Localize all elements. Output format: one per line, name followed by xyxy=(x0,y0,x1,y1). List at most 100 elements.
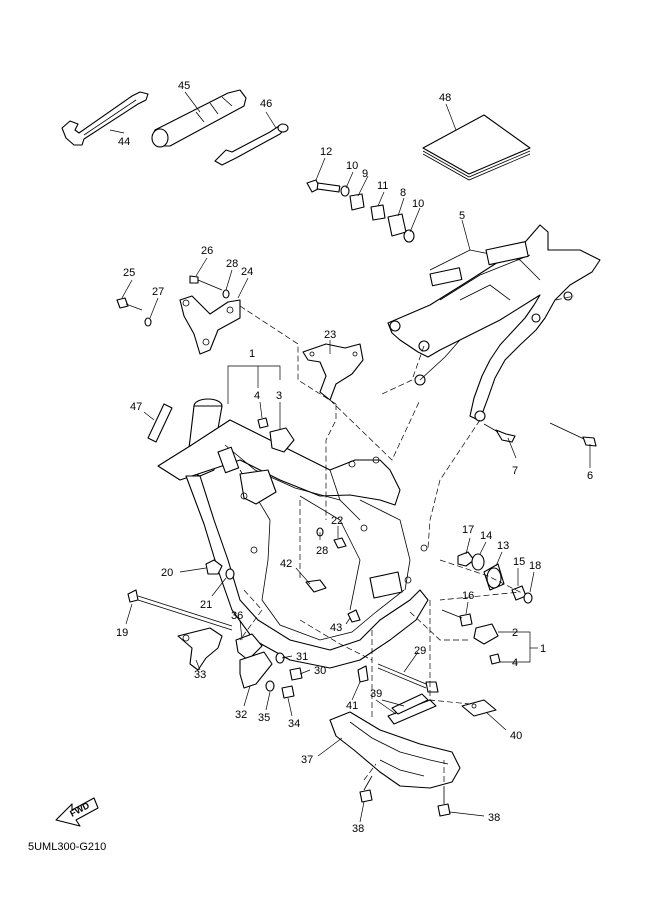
long-bolt-19 xyxy=(127,589,233,631)
washer-28 xyxy=(222,289,230,299)
callout-1-pivot: 1 xyxy=(540,643,546,655)
callout-26: 26 xyxy=(201,245,213,257)
callout-42: 42 xyxy=(280,558,292,570)
washer-21 xyxy=(225,568,235,580)
callout-36: 36 xyxy=(231,610,243,622)
skid-plate-37 xyxy=(329,711,461,789)
callout-9: 9 xyxy=(362,168,368,180)
bracket-36 xyxy=(235,633,263,661)
callout-35: 35 xyxy=(258,712,270,724)
callout-15: 15 xyxy=(513,556,525,568)
bolt-4-top xyxy=(257,417,269,429)
callout-2: 2 xyxy=(512,627,518,639)
callout-17: 17 xyxy=(462,524,474,536)
main-frame-1 xyxy=(157,398,429,669)
callout-28b: 28 xyxy=(316,545,328,557)
bolt-22 xyxy=(333,537,347,549)
bolt-34 xyxy=(281,685,295,699)
callout-7: 7 xyxy=(512,465,518,477)
spoke-wrench-46 xyxy=(214,123,289,166)
callout-1-main: 1 xyxy=(249,348,255,360)
bolt-38-left xyxy=(359,775,373,803)
leader-lines xyxy=(109,91,591,823)
callout-6: 6 xyxy=(587,470,593,482)
callout-14: 14 xyxy=(480,530,492,542)
washer-18 xyxy=(523,592,533,604)
callout-27: 27 xyxy=(152,286,164,298)
callout-23: 23 xyxy=(324,329,336,341)
bolt-26 xyxy=(189,275,223,291)
clamp-42 xyxy=(305,579,327,593)
bushing-13 xyxy=(483,563,505,591)
engine-mount-hardware xyxy=(306,179,415,243)
callout-12: 12 xyxy=(320,146,332,158)
bolt-4-lower xyxy=(489,653,501,665)
callout-40: 40 xyxy=(510,730,522,742)
callout-22: 22 xyxy=(331,515,343,527)
callout-28a: 28 xyxy=(226,258,238,270)
callout-34: 34 xyxy=(288,718,300,730)
owners-manual-48 xyxy=(422,114,531,181)
callout-24: 24 xyxy=(241,266,253,278)
bolt-43 xyxy=(347,609,361,623)
callout-25: 25 xyxy=(123,267,135,279)
bolt-25 xyxy=(116,297,143,311)
spark-plug-wrench-45 xyxy=(151,89,247,148)
rear-subframe-5 xyxy=(387,224,601,422)
diagram-code: 5UML300-G210 xyxy=(28,841,106,853)
bracket-33 xyxy=(177,627,223,671)
callout-19: 19 xyxy=(116,627,128,639)
callout-31: 31 xyxy=(296,651,308,663)
plate-47 xyxy=(147,403,173,443)
callout-44: 44 xyxy=(118,136,130,148)
callout-13: 13 xyxy=(497,540,509,552)
bracket-24 xyxy=(179,295,241,355)
callout-33: 33 xyxy=(194,669,206,681)
callout-5: 5 xyxy=(459,210,465,222)
bolt-6 xyxy=(549,422,597,447)
callout-41: 41 xyxy=(346,700,358,712)
callout-10a: 10 xyxy=(346,160,358,172)
callout-11: 11 xyxy=(377,180,388,192)
washer-31 xyxy=(275,652,285,664)
callout-8: 8 xyxy=(400,187,406,199)
callout-labels: 44 45 46 48 12 10 9 11 8 10 5 7 6 23 26 … xyxy=(116,80,593,835)
damper-41 xyxy=(357,665,369,683)
callout-21: 21 xyxy=(200,599,212,611)
callout-20: 20 xyxy=(161,567,173,579)
rubber-pad-39 xyxy=(387,693,437,725)
callout-38-left: 38 xyxy=(352,823,364,835)
callout-39: 39 xyxy=(370,688,382,700)
bolt-38-right xyxy=(437,786,451,817)
bracket-32 xyxy=(239,651,273,689)
bolt-16 xyxy=(441,609,473,627)
washer-35 xyxy=(265,680,275,692)
bolt-30 xyxy=(289,667,303,681)
fwd-arrow-icon: FWD xyxy=(55,797,99,827)
callout-3: 3 xyxy=(276,390,282,402)
callout-38-right: 38 xyxy=(488,812,500,824)
callout-18: 18 xyxy=(529,560,541,572)
callout-4-lower: 4 xyxy=(512,657,518,669)
callout-46: 46 xyxy=(260,98,272,110)
bracket-23 xyxy=(302,343,364,401)
callout-30: 30 xyxy=(314,665,326,677)
callout-47: 47 xyxy=(130,401,142,413)
callout-4-top: 4 xyxy=(254,390,260,402)
bracket-3 xyxy=(269,427,295,453)
callout-45: 45 xyxy=(178,80,190,92)
long-bolt-29 xyxy=(377,663,439,693)
bracket-40 xyxy=(461,699,497,717)
callout-37: 37 xyxy=(301,754,313,766)
callout-10b: 10 xyxy=(412,198,424,210)
callout-16: 16 xyxy=(462,590,474,602)
collar-14 xyxy=(471,553,485,571)
wrench-44 xyxy=(61,91,149,146)
nut-20 xyxy=(205,559,223,575)
callout-48: 48 xyxy=(439,92,451,104)
washer-27 xyxy=(144,317,152,327)
callout-29: 29 xyxy=(414,645,426,657)
bracket-2 xyxy=(473,623,499,645)
bolt-7 xyxy=(483,423,516,443)
